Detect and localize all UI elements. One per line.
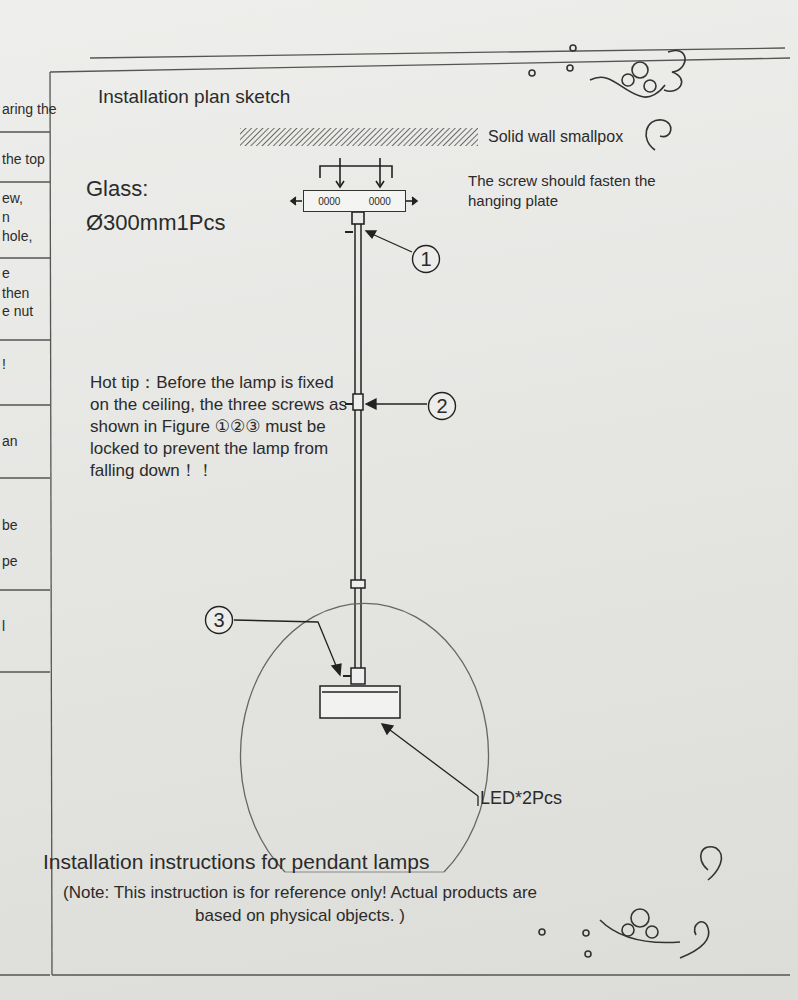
glass-globe [241,603,489,872]
screw-note: The screw should fasten the hanging plat… [468,171,658,210]
hanging-plate: 0000 0000 [303,190,406,212]
partial-text: pe [2,553,18,570]
sheet-heading: Installation plan sketch [98,86,290,109]
partial-text: e nut [2,303,33,320]
callout-digit: 3 [213,609,224,632]
ceiling-label: Solid wall smallpox [488,127,623,146]
hot-tip-note: Hot tip：Before the lamp is fixed on the … [90,372,352,482]
reference-note: (Note: This instruction is for reference… [40,882,560,928]
led-label: LED*2Pcs [480,788,562,810]
callout-number: 1 [411,244,441,274]
partial-text: aring the [2,101,56,118]
leader-lines [234,231,478,806]
plate-marking: 0000 [318,196,340,207]
partial-text: the top [2,151,45,168]
glass-label: Glass: [86,176,148,202]
callout-number: 3 [204,605,234,635]
partial-text: ew, [2,190,23,207]
partial-text: l [2,618,5,635]
callout-digit: 1 [420,248,431,271]
partial-text: ! [2,356,6,373]
partial-text: an [2,433,18,450]
partial-text: then [2,285,29,302]
partial-text: be [2,517,18,534]
glass-dimension: Ø300mm1Pcs [86,210,225,236]
led-module [320,686,400,718]
page-frame [0,48,790,975]
hanging-bracket [291,158,417,224]
partial-text: hole, [2,228,32,245]
ceiling-hatch [240,128,478,146]
plate-marking: 0000 [369,196,391,207]
callout-digit: 2 [436,395,447,418]
partial-text: e [2,265,10,282]
callout-number: 2 [427,391,457,421]
sheet-caption: Installation instructions for pendant la… [43,849,429,874]
suspension-rod [343,224,365,684]
partial-text: n [2,209,10,226]
